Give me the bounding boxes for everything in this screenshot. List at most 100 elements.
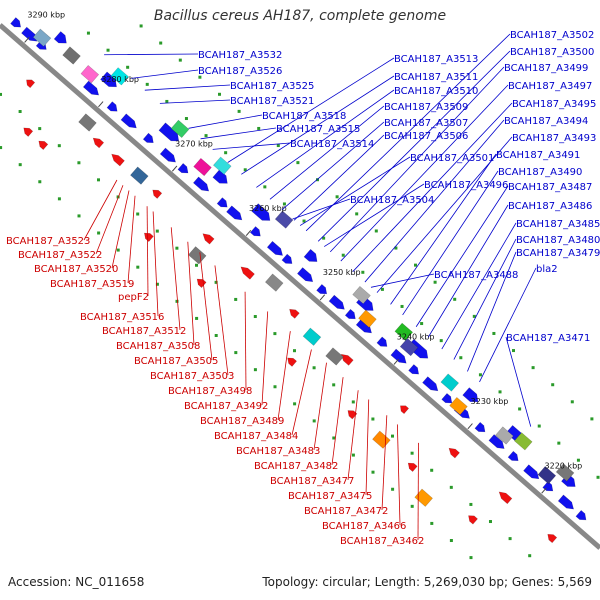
leader-line xyxy=(170,227,181,331)
genome-backbone xyxy=(0,23,600,550)
forward-gene-label: BCAH187_A3487 xyxy=(508,182,592,193)
gc-dot xyxy=(282,202,286,206)
forward-gene xyxy=(561,473,576,487)
reverse-gene xyxy=(287,357,297,367)
gc-dot xyxy=(273,385,277,389)
gc-dot xyxy=(106,48,110,52)
forward-gene xyxy=(249,226,261,237)
leader-line xyxy=(269,105,385,200)
forward-gene xyxy=(328,294,345,310)
reverse-gene-label: BCAH187_A3505 xyxy=(134,356,218,367)
forward-gene xyxy=(192,176,210,192)
gc-dot xyxy=(531,366,535,370)
forward-gene xyxy=(575,509,587,521)
backbone-line xyxy=(0,23,600,550)
gc-dot xyxy=(86,31,90,35)
leader-line xyxy=(214,265,229,376)
gc-dot xyxy=(139,24,143,28)
feature-box xyxy=(78,113,97,132)
forward-gene-label: BCAH187_A3471 xyxy=(506,333,590,344)
feature-box xyxy=(495,426,514,445)
forward-gene xyxy=(10,17,22,28)
gc-dot xyxy=(576,458,580,462)
gc-dot xyxy=(243,168,247,172)
leader-line xyxy=(324,183,425,247)
tick-mark xyxy=(467,423,473,430)
gc-dot xyxy=(394,246,398,250)
gc-dot xyxy=(557,441,561,445)
reverse-gene xyxy=(38,140,49,150)
gc-dot xyxy=(312,419,316,423)
gc-dot xyxy=(257,126,261,130)
leader-line xyxy=(402,170,499,316)
reverse-gene-label: BCAH187_A3520 xyxy=(34,264,118,275)
feature-box xyxy=(537,466,557,485)
gc-dot xyxy=(459,356,463,360)
leader-line xyxy=(152,211,159,317)
gc-dot xyxy=(430,468,434,472)
reverse-gene xyxy=(547,533,558,544)
forward-gene-label: BCAH187_A3502 xyxy=(510,30,594,41)
gc-dot xyxy=(178,58,182,62)
forward-gene xyxy=(408,364,420,375)
leader-line xyxy=(293,134,385,221)
leader-line xyxy=(364,119,505,283)
tick-mark xyxy=(541,487,547,494)
feature-box xyxy=(414,488,433,507)
reverse-gene-label: BCAH187_A3482 xyxy=(254,461,338,472)
feature-box xyxy=(325,347,344,366)
leader-line xyxy=(104,53,199,56)
tick-mark xyxy=(171,165,178,172)
gc-dot xyxy=(312,366,316,370)
forward-gene-label: BCAH187_A3507 xyxy=(384,118,468,129)
label-leader-lines xyxy=(83,33,537,541)
feature-box xyxy=(170,119,190,138)
leader-line xyxy=(292,198,351,220)
gc-dot xyxy=(204,134,208,138)
reverse-gene-label: BCAH187_A3483 xyxy=(236,446,320,457)
gc-dot xyxy=(155,229,159,233)
gc-dot xyxy=(263,185,267,189)
forward-gene-label: BCAH187_A3532 xyxy=(198,50,282,61)
gc-dot xyxy=(18,110,22,114)
leader-line xyxy=(370,273,435,288)
reverse-gene xyxy=(144,232,154,242)
reverse-gene-label: BCAH187_A3522 xyxy=(18,250,102,261)
reverse-gene-label: BCAH187_A3477 xyxy=(270,476,354,487)
forward-gene xyxy=(251,203,271,221)
gc-dot xyxy=(469,556,473,560)
forward-gene-label: BCAH187_A3493 xyxy=(512,133,596,144)
topology-text: Topology: circular; Length: 5,269,030 bp… xyxy=(262,575,592,589)
reverse-gene xyxy=(289,308,300,319)
gc-dot xyxy=(371,470,375,474)
gc-dot xyxy=(0,146,3,150)
gc-dot xyxy=(341,253,345,257)
feature-box xyxy=(440,373,460,392)
leader-line xyxy=(299,156,411,226)
gc-dot xyxy=(518,407,522,411)
forward-gene xyxy=(376,336,388,347)
forward-gene xyxy=(474,421,486,433)
gc-dot xyxy=(361,270,365,274)
forward-gene xyxy=(266,240,283,256)
tick-mark xyxy=(319,294,326,301)
leader-line xyxy=(313,362,327,451)
reverse-gene xyxy=(26,79,36,89)
feature-box xyxy=(130,166,149,185)
gc-dot xyxy=(57,144,61,148)
forward-gene-label: BCAH187_A3514 xyxy=(290,139,374,150)
forward-gene xyxy=(159,147,176,163)
forward-gene-label: BCAH187_A3486 xyxy=(508,201,592,212)
forward-gene xyxy=(226,205,243,221)
forward-gene-label: BCAH187_A3500 xyxy=(510,47,594,58)
leader-line xyxy=(365,399,370,496)
gc-dot xyxy=(302,219,306,223)
gc-dot xyxy=(596,475,600,479)
gc-dot xyxy=(469,502,473,506)
reverse-gene-label: BCAH187_A3472 xyxy=(304,506,388,517)
gc-dot xyxy=(472,314,476,318)
gc-dot xyxy=(433,280,437,284)
feature-box xyxy=(399,337,419,357)
feature-box xyxy=(555,463,575,482)
